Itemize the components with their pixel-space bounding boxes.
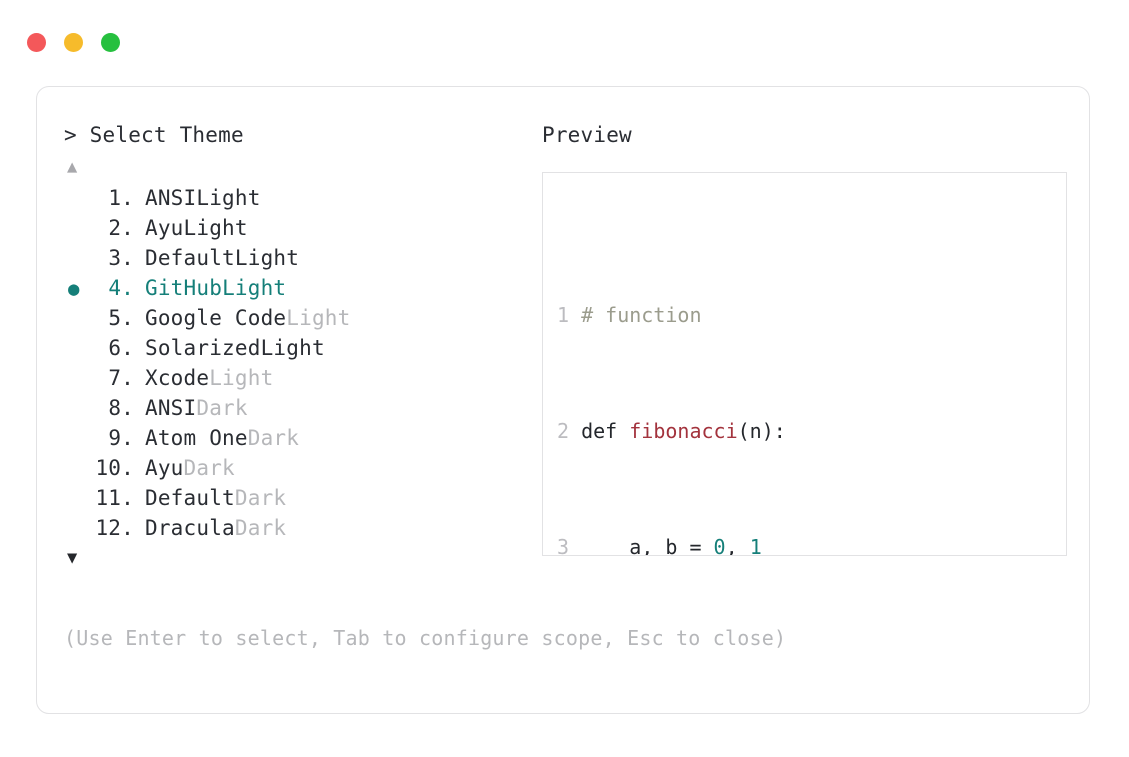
code-keyword: def — [581, 419, 630, 443]
item-number: 9. — [108, 426, 134, 450]
item-number: 12. — [95, 516, 134, 540]
list-item-ansi-light[interactable]: 1. ANSI Light — [64, 183, 524, 213]
list-item-atom-one-dark[interactable]: 9. Atom One Dark — [64, 423, 524, 453]
list-item-xcode-light[interactable]: 7. Xcode Light — [64, 363, 524, 393]
keyboard-hint: (Use Enter to select, Tab to configure s… — [64, 626, 787, 650]
preview-column: Preview 1 # function 2 def fibonacci(n):… — [542, 121, 1067, 556]
code-line-1: 1 # function — [557, 301, 1066, 330]
select-theme-prompt: > Select Theme — [64, 123, 244, 147]
code-number: 1 — [749, 535, 762, 556]
minimize-dot[interactable] — [64, 33, 83, 52]
item-suffix: Dark — [196, 396, 248, 420]
item-suffix: Light — [260, 336, 325, 360]
item-suffix: Dark — [234, 486, 287, 510]
item-number: 5. — [108, 306, 134, 330]
close-dot[interactable] — [27, 33, 46, 52]
item-suffix: Light — [183, 216, 248, 240]
item-name: ANSI — [145, 396, 197, 420]
window-controls — [27, 33, 120, 52]
line-number: 3 — [557, 535, 570, 556]
scroll-up-arrow-icon[interactable]: ▲ — [67, 157, 78, 177]
item-name: Google Code — [145, 306, 287, 330]
list-item-ansi-dark[interactable]: 8. ANSI Dark — [64, 393, 524, 423]
code-preview-panel: 1 # function 2 def fibonacci(n): 3 a, b … — [542, 172, 1067, 556]
window-titlebar — [0, 0, 1129, 78]
code-block: 1 # function 2 def fibonacci(n): 3 a, b … — [557, 214, 1066, 556]
item-suffix: Dark — [234, 516, 287, 540]
item-suffix: Light — [209, 366, 274, 390]
item-suffix: Light — [286, 306, 351, 330]
code-text: , — [725, 535, 750, 556]
item-number: 6. — [108, 336, 134, 360]
item-number: 7. — [108, 366, 134, 390]
item-name: Ayu — [145, 456, 184, 480]
code-number: 0 — [713, 535, 726, 556]
item-suffix: Dark — [183, 456, 235, 480]
preview-title: Preview — [542, 123, 632, 147]
item-suffix: Dark — [247, 426, 300, 450]
code-line-2: 2 def fibonacci(n): — [557, 417, 1066, 446]
item-name: Xcode — [145, 366, 210, 390]
scroll-down-arrow-icon[interactable]: ▼ — [67, 548, 78, 568]
code-comment: # function — [581, 303, 702, 327]
item-number: 1. — [108, 186, 134, 210]
item-number: 10. — [95, 456, 134, 480]
list-item-default-dark[interactable]: 11. Default Dark — [64, 483, 524, 513]
item-name: Default — [145, 246, 235, 270]
item-number: 4. — [108, 276, 134, 300]
item-suffix: Light — [222, 276, 287, 300]
line-number: 2 — [557, 419, 570, 443]
item-name: Dracula — [145, 516, 235, 540]
code-line-3: 3 a, b = 0, 1 — [557, 533, 1066, 556]
list-item-ayu-dark[interactable]: 10. Ayu Dark — [64, 453, 524, 483]
code-text: a, b = — [581, 535, 714, 556]
list-item-google-code-light[interactable]: 5. Google Code Light — [64, 303, 524, 333]
item-name: GitHub — [145, 276, 223, 300]
line-number: 1 — [557, 303, 570, 327]
maximize-dot[interactable] — [101, 33, 120, 52]
item-name: ANSI — [145, 186, 197, 210]
item-name: Ayu — [145, 216, 184, 240]
item-suffix: Light — [196, 186, 261, 210]
theme-list: 1. ANSI Light 2. Ayu Light 3. Default Li… — [64, 183, 524, 543]
item-number: 11. — [95, 486, 134, 510]
item-number: 8. — [108, 396, 134, 420]
list-item-solarized-light[interactable]: 6. Solarized Light — [64, 333, 524, 363]
theme-list-column: > Select Theme ▲ 1. ANSI Light 2. Ayu Li… — [64, 121, 524, 569]
code-function-name: fibonacci — [629, 419, 738, 443]
item-name: Default — [145, 486, 235, 510]
code-text: (n): — [737, 419, 786, 443]
list-item-default-light[interactable]: 3. Default Light — [64, 243, 524, 273]
item-name: Atom One — [145, 426, 248, 450]
list-item-github-light[interactable]: ● 4. GitHub Light — [64, 273, 524, 303]
selection-bullet: ● — [68, 278, 80, 300]
list-item-ayu-light[interactable]: 2. Ayu Light — [64, 213, 524, 243]
item-number: 2. — [108, 216, 134, 240]
item-name: Solarized — [145, 336, 261, 360]
item-suffix: Light — [234, 246, 300, 270]
list-item-dracula-dark[interactable]: 12. Dracula Dark — [64, 513, 524, 543]
item-number: 3. — [108, 246, 134, 270]
theme-selector-card: > Select Theme ▲ 1. ANSI Light 2. Ayu Li… — [36, 86, 1090, 714]
